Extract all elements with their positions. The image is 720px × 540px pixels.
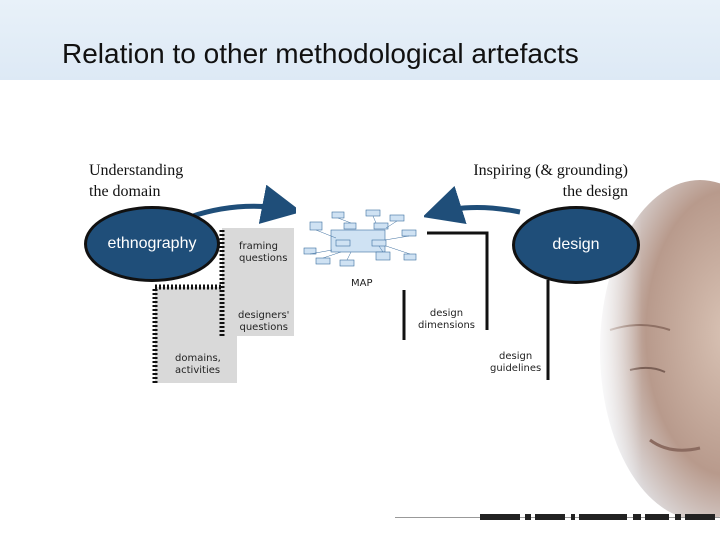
design-guidelines-label: design guidelines xyxy=(490,351,541,375)
understanding-line-2: the domain xyxy=(89,183,161,200)
design-dimensions-label: design dimensions xyxy=(418,308,475,332)
domains-line-2: activities xyxy=(175,365,221,376)
inspiring-line-2: the design xyxy=(562,183,628,200)
understanding-label: Understanding the domain xyxy=(89,160,183,202)
framing-box xyxy=(222,228,294,336)
understanding-line-1: Understanding xyxy=(89,162,184,179)
designers-line-1: designers' xyxy=(238,310,290,321)
design-label: design xyxy=(552,236,600,253)
map-diagram xyxy=(296,200,424,270)
framing-line-1: framing xyxy=(239,241,278,252)
design-dimensions-frame xyxy=(427,231,489,330)
designers-questions-label: designers' questions xyxy=(238,310,289,334)
designers-line-2: questions xyxy=(239,322,288,333)
domains-line-1: domains, xyxy=(175,353,221,364)
footer-decoration xyxy=(395,514,720,520)
framing-line-2: questions xyxy=(239,253,288,264)
ethnography-label: ethnography xyxy=(107,235,197,252)
guidelines-line-2: guidelines xyxy=(490,363,542,374)
framing-questions-label: framing questions xyxy=(239,241,287,265)
design-node: design xyxy=(512,206,640,284)
guidelines-line-1: design xyxy=(499,351,533,362)
map-label: MAP xyxy=(351,278,373,289)
title-band xyxy=(0,0,720,80)
arrow-from-design xyxy=(422,185,521,225)
slide-title: Relation to other methodological artefac… xyxy=(62,38,579,69)
dimensions-line-1: design xyxy=(429,308,464,319)
ethnography-node: ethnography xyxy=(84,206,220,282)
domains-activities-label: domains, activities xyxy=(175,353,221,377)
inspiring-line-1: Inspiring (& grounding) xyxy=(473,162,628,179)
inspiring-label: Inspiring (& grounding) the design xyxy=(452,160,628,202)
arrow-to-map xyxy=(189,184,302,224)
dimensions-line-2: dimensions xyxy=(418,320,476,331)
